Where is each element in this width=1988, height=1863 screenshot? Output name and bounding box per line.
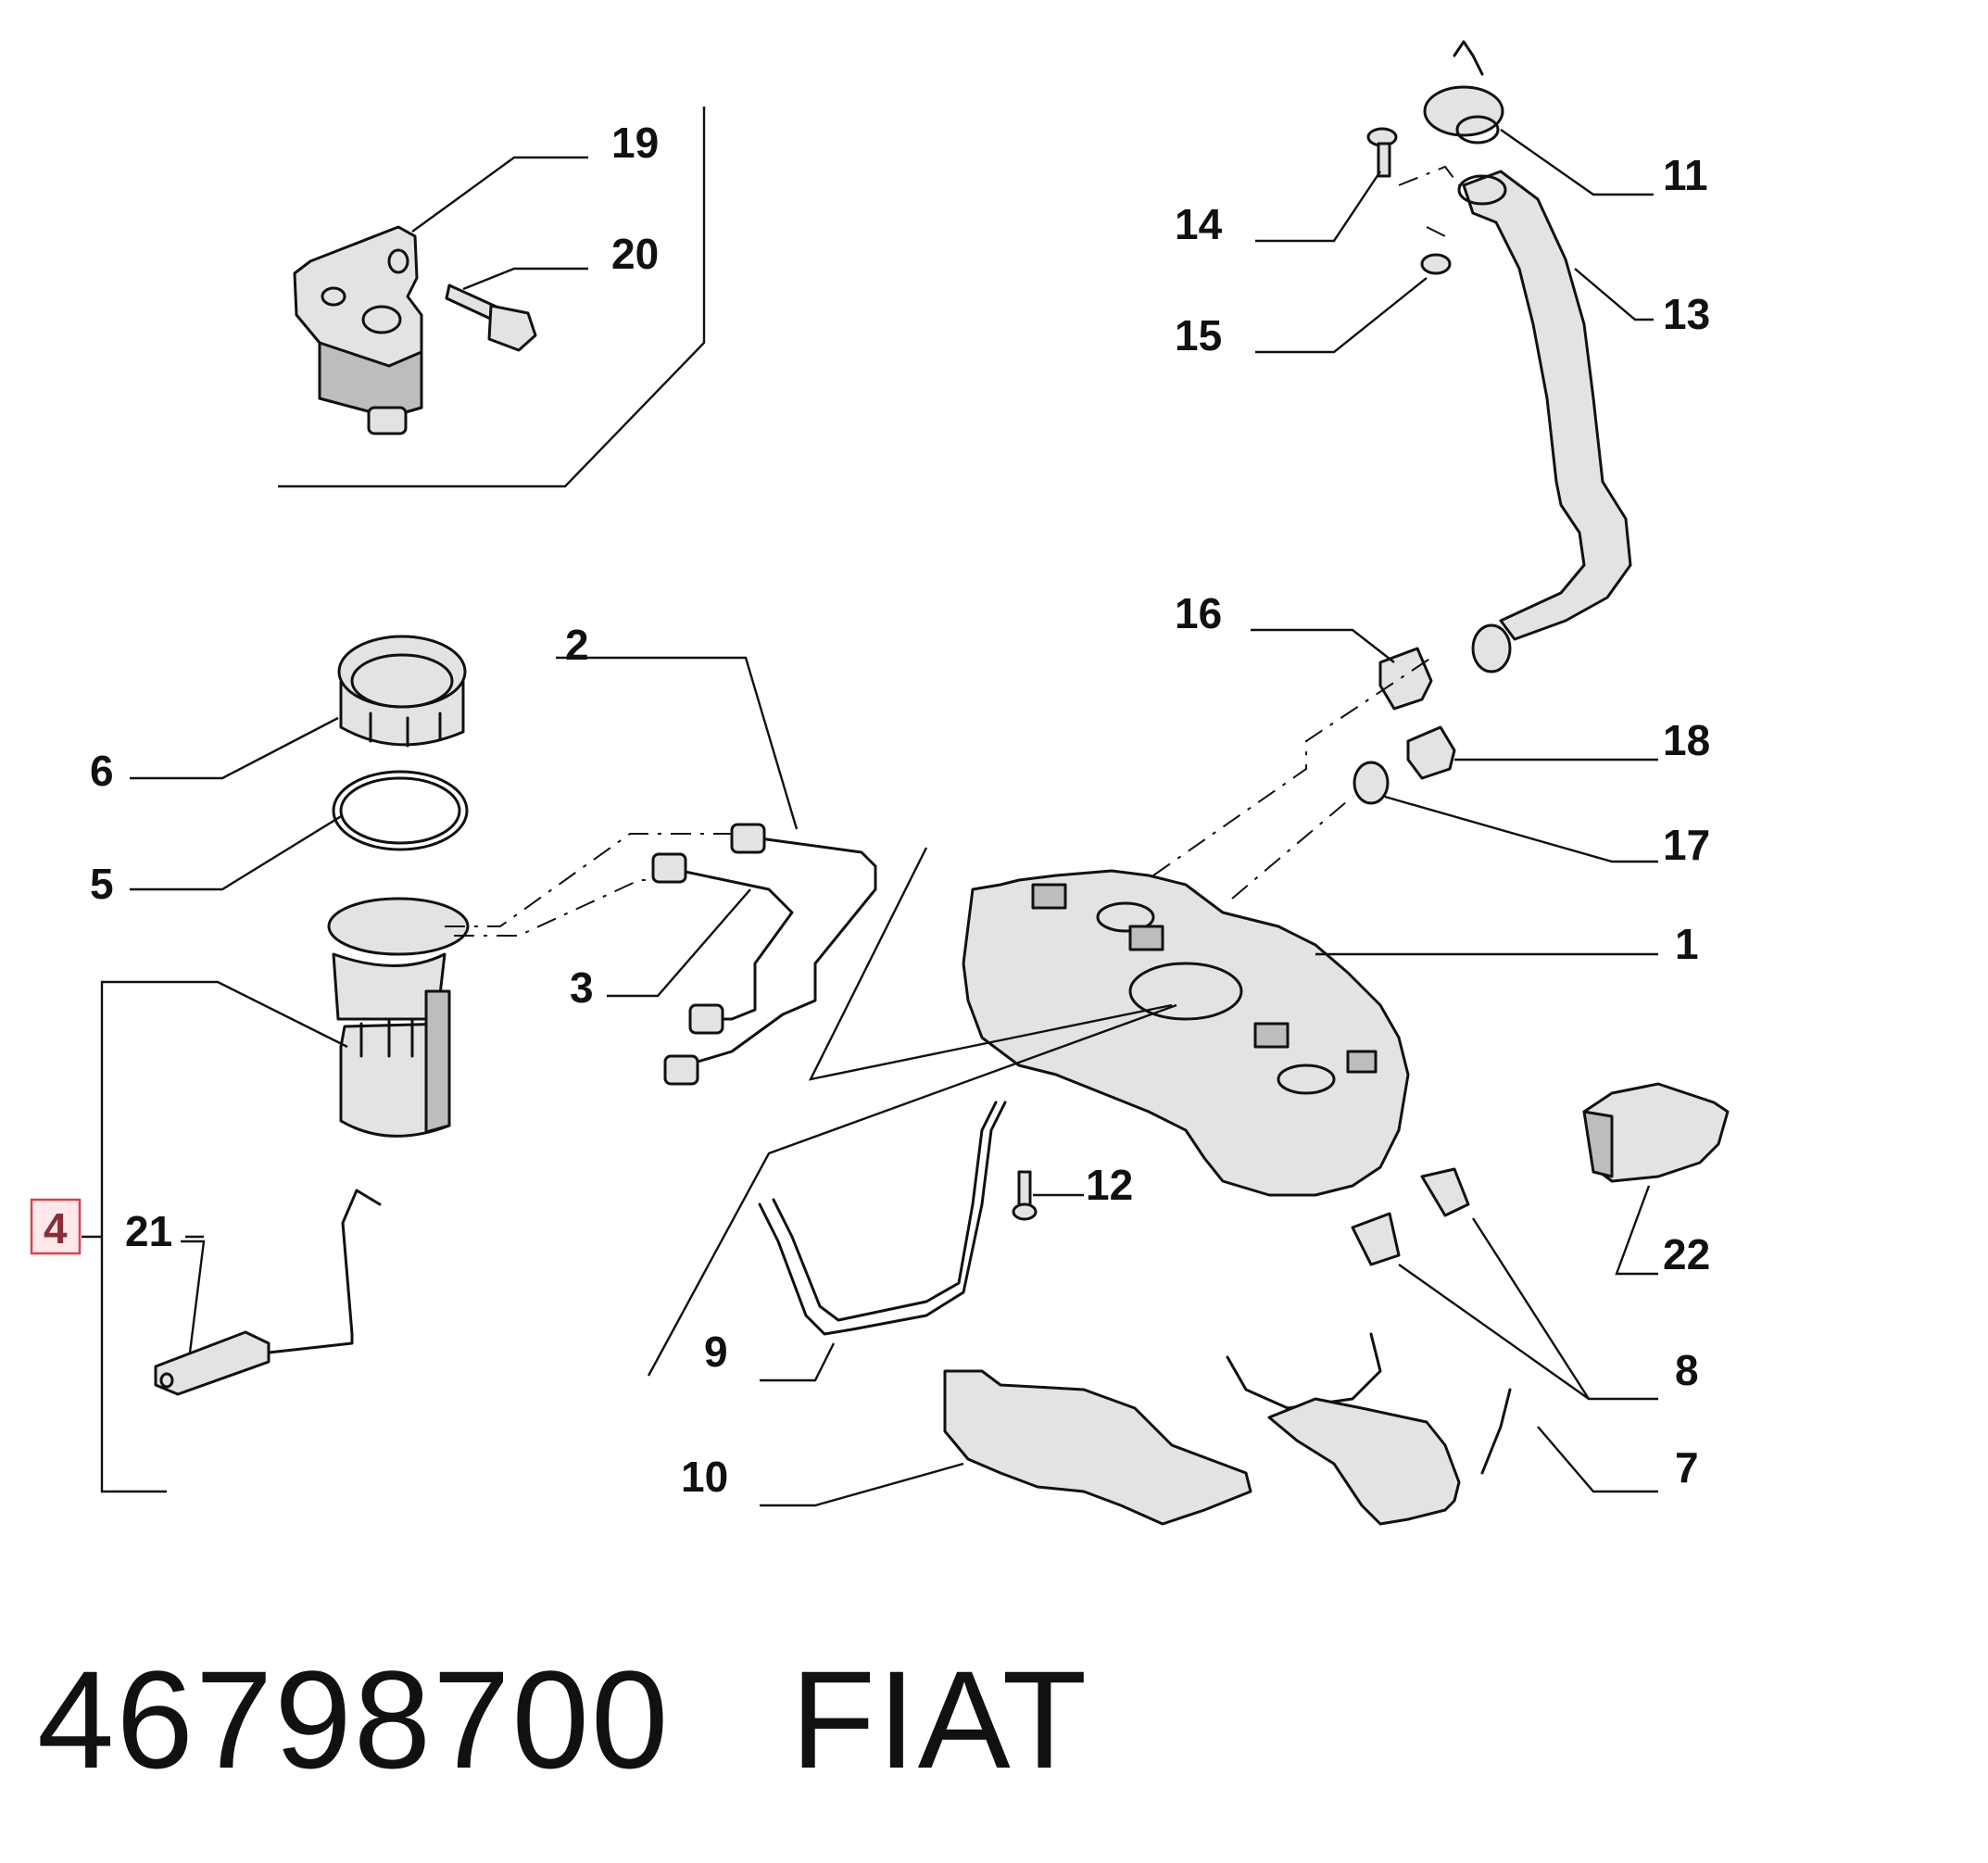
callout-2: 2	[565, 621, 589, 669]
callout-1: 1	[1675, 920, 1699, 968]
callout-17: 17	[1663, 821, 1710, 869]
ring-part-17	[1353, 761, 1390, 805]
heat-shield-part-7	[1267, 1397, 1461, 1526]
bracket-pair-part-8	[1351, 1167, 1470, 1266]
screw-part-14	[1366, 127, 1398, 178]
filler-pipe-part-13	[1457, 170, 1632, 673]
pump-module-part-4	[327, 897, 470, 1138]
strap-part-9	[758, 1101, 1007, 1336]
seal-ring-part-5	[332, 770, 469, 851]
callout-8: 8	[1675, 1346, 1699, 1394]
part-number: 46798700	[37, 1642, 671, 1797]
heat-shield-part-22	[1582, 1082, 1730, 1183]
bracket-part-19	[293, 225, 423, 435]
callout-15: 15	[1175, 311, 1222, 359]
callout-11: 11	[1663, 151, 1708, 199]
callout-3: 3	[570, 963, 594, 1012]
callout-13: 13	[1663, 290, 1710, 338]
callout-9: 9	[704, 1328, 728, 1376]
callout-16: 16	[1175, 589, 1222, 637]
brand-name: FIAT	[790, 1642, 1089, 1797]
bolt-part-20	[445, 283, 537, 352]
fuel-line-part-3	[651, 852, 794, 1035]
fuel-tank-part-1	[962, 869, 1410, 1197]
callout-18: 18	[1663, 716, 1710, 764]
filler-cap-part-11	[1423, 40, 1504, 145]
clip-part-15	[1420, 253, 1452, 275]
callout-22: 22	[1663, 1230, 1710, 1278]
callout-7: 7	[1675, 1443, 1699, 1492]
callout-4-highlighted: 4	[30, 1198, 82, 1255]
clamp-part-16	[1378, 647, 1433, 711]
callout-19: 19	[611, 119, 659, 167]
inset-frame	[278, 107, 706, 488]
callout-10: 10	[681, 1453, 728, 1501]
callout-6: 6	[90, 747, 114, 795]
footer-caption: 46798700 FIAT	[37, 1640, 1088, 1800]
callout-21: 21	[125, 1207, 172, 1255]
fuel-line-part-2	[663, 823, 877, 1086]
callout-12: 12	[1086, 1161, 1133, 1209]
callout-5: 5	[90, 860, 114, 908]
retaining-ring-part-6	[337, 635, 467, 748]
callout-14: 14	[1175, 200, 1223, 248]
bolt-part-12	[1012, 1170, 1038, 1221]
level-sensor-part-21	[154, 1189, 382, 1396]
heat-shield-part-10	[943, 1369, 1252, 1526]
callout-20: 20	[611, 230, 659, 278]
callout-4: 4	[44, 1204, 68, 1252]
hose-part-18	[1406, 725, 1456, 780]
